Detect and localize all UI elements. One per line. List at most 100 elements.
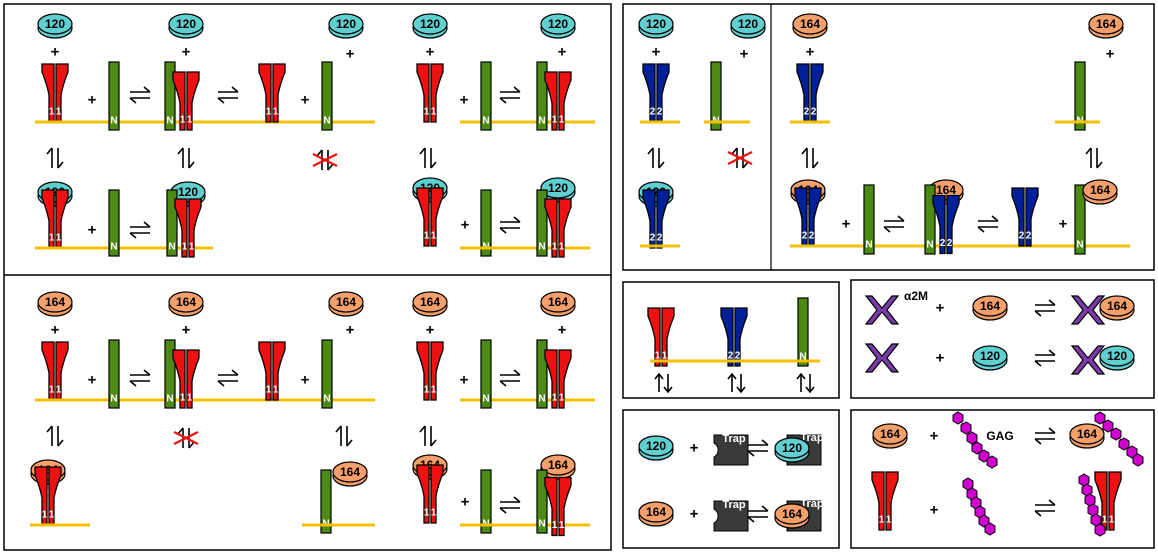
plus-sign: + [842, 216, 851, 233]
receptor-label: 1 [431, 385, 437, 396]
nrp1-receptor: N [480, 339, 492, 409]
plus-sign: + [936, 300, 945, 317]
nrp1-label: N [538, 519, 545, 530]
nrp1-label: N [166, 116, 173, 127]
vegf120-ligand: 120 [540, 13, 576, 39]
ligand-label: 164 [548, 295, 568, 309]
vegf164-ligand: 164 [412, 291, 448, 317]
plus-sign: + [461, 494, 470, 511]
receptor-label: 1 [180, 393, 186, 404]
equilibrium-arrow [217, 369, 239, 387]
receptor-label: 1 [187, 115, 193, 126]
nrp1-label: N [799, 352, 806, 363]
plus-sign: + [740, 46, 749, 63]
trap-label: Trap [800, 432, 824, 444]
nrp1-label: N [538, 116, 545, 127]
equilibrium-arrow-vertical [419, 147, 437, 169]
nrp1-receptor: N [1074, 61, 1086, 131]
ligand-label: 164 [936, 183, 956, 197]
plus-sign: + [51, 44, 60, 61]
nrp1-receptor: N [108, 189, 120, 257]
panel-vegfr1-nrp1 [3, 3, 612, 551]
receptor-label: 1 [49, 510, 55, 521]
equilibrium-arrow [499, 86, 521, 104]
alpha2m-icon [865, 343, 899, 373]
plus-sign: + [182, 44, 191, 61]
nrp1-label: N [323, 394, 330, 405]
receptor-label: 2 [940, 238, 946, 249]
vegf164-ligand: 164 [792, 13, 828, 39]
plus-sign: + [51, 322, 60, 339]
nrp1-label: N [865, 240, 872, 251]
vegf164-ligand: 164 [540, 454, 576, 480]
nrp1-label: N [166, 394, 173, 405]
ligand-label: 164 [340, 465, 360, 479]
alpha2m-icon [865, 295, 899, 325]
receptor-label: 1 [56, 385, 62, 396]
ligand-label: 120 [738, 17, 758, 31]
nrp1-label: N [1076, 240, 1083, 251]
nrp1-receptor: N [710, 61, 722, 131]
ligand-label: 120 [45, 17, 65, 31]
ligand-label: 120 [336, 17, 356, 31]
nrp1-label: N [926, 240, 933, 251]
equilibrium-arrow-vertical [46, 147, 64, 169]
trap-label: Trap [722, 433, 746, 445]
equilibrium-arrow [1034, 499, 1056, 517]
receptor-label: 2 [728, 351, 734, 362]
plus-sign: + [558, 322, 567, 339]
equilibrium-arrow-vertical [1085, 147, 1103, 169]
ligand-label: 164 [420, 295, 440, 309]
ligand-label: 120 [178, 185, 198, 199]
plus-sign: + [461, 217, 470, 234]
vegf164-ligand: 164 [1069, 423, 1105, 449]
nrp1-receptor: N [536, 61, 548, 131]
receptor-label: 2 [650, 233, 656, 244]
vegf120-ligand: 120 [412, 13, 448, 39]
plus-sign: + [1059, 216, 1068, 233]
receptor-label: 1 [552, 242, 558, 253]
blocked-cross [172, 430, 200, 446]
vegf120-ligand: 120 [328, 13, 364, 39]
blocked-cross [726, 150, 754, 166]
receptor-label: 1 [56, 107, 62, 118]
plus-sign: + [426, 322, 435, 339]
receptor-label: 1 [424, 107, 430, 118]
receptor-label: 1 [552, 520, 558, 531]
nrp1-receptor: N [321, 61, 333, 131]
plus-sign: + [690, 506, 699, 523]
ligand-label: 164 [880, 427, 900, 441]
ligand-label: 120 [646, 17, 666, 31]
nrp1-receptor: N [164, 61, 176, 131]
equilibrium-arrow [217, 86, 239, 104]
equilibrium-arrow [129, 369, 151, 387]
nrp1-receptor: N [536, 339, 548, 409]
vegf164-ligand: 164 [638, 501, 674, 527]
nrp1-label: N [110, 242, 117, 253]
ligand-label: 164 [1077, 427, 1097, 441]
receptor-label: 1 [886, 515, 892, 526]
plus-sign: + [88, 92, 97, 109]
vegf120-ligand: 120 [638, 13, 674, 39]
equilibrium-arrow [1034, 349, 1056, 367]
panel-gag [850, 409, 1155, 549]
nrp1-receptor: N [166, 189, 178, 257]
nrp1-receptor: N [1074, 184, 1086, 255]
ligand-label: 164 [646, 505, 666, 519]
equilibrium-arrow [747, 505, 769, 523]
equilibrium-arrow [499, 369, 521, 387]
alpha2m-icon [1071, 295, 1105, 325]
vegf164-ligand: 164 [1088, 13, 1124, 39]
nrp1-receptor: N [480, 61, 492, 131]
receptor-label: 1 [189, 242, 195, 253]
